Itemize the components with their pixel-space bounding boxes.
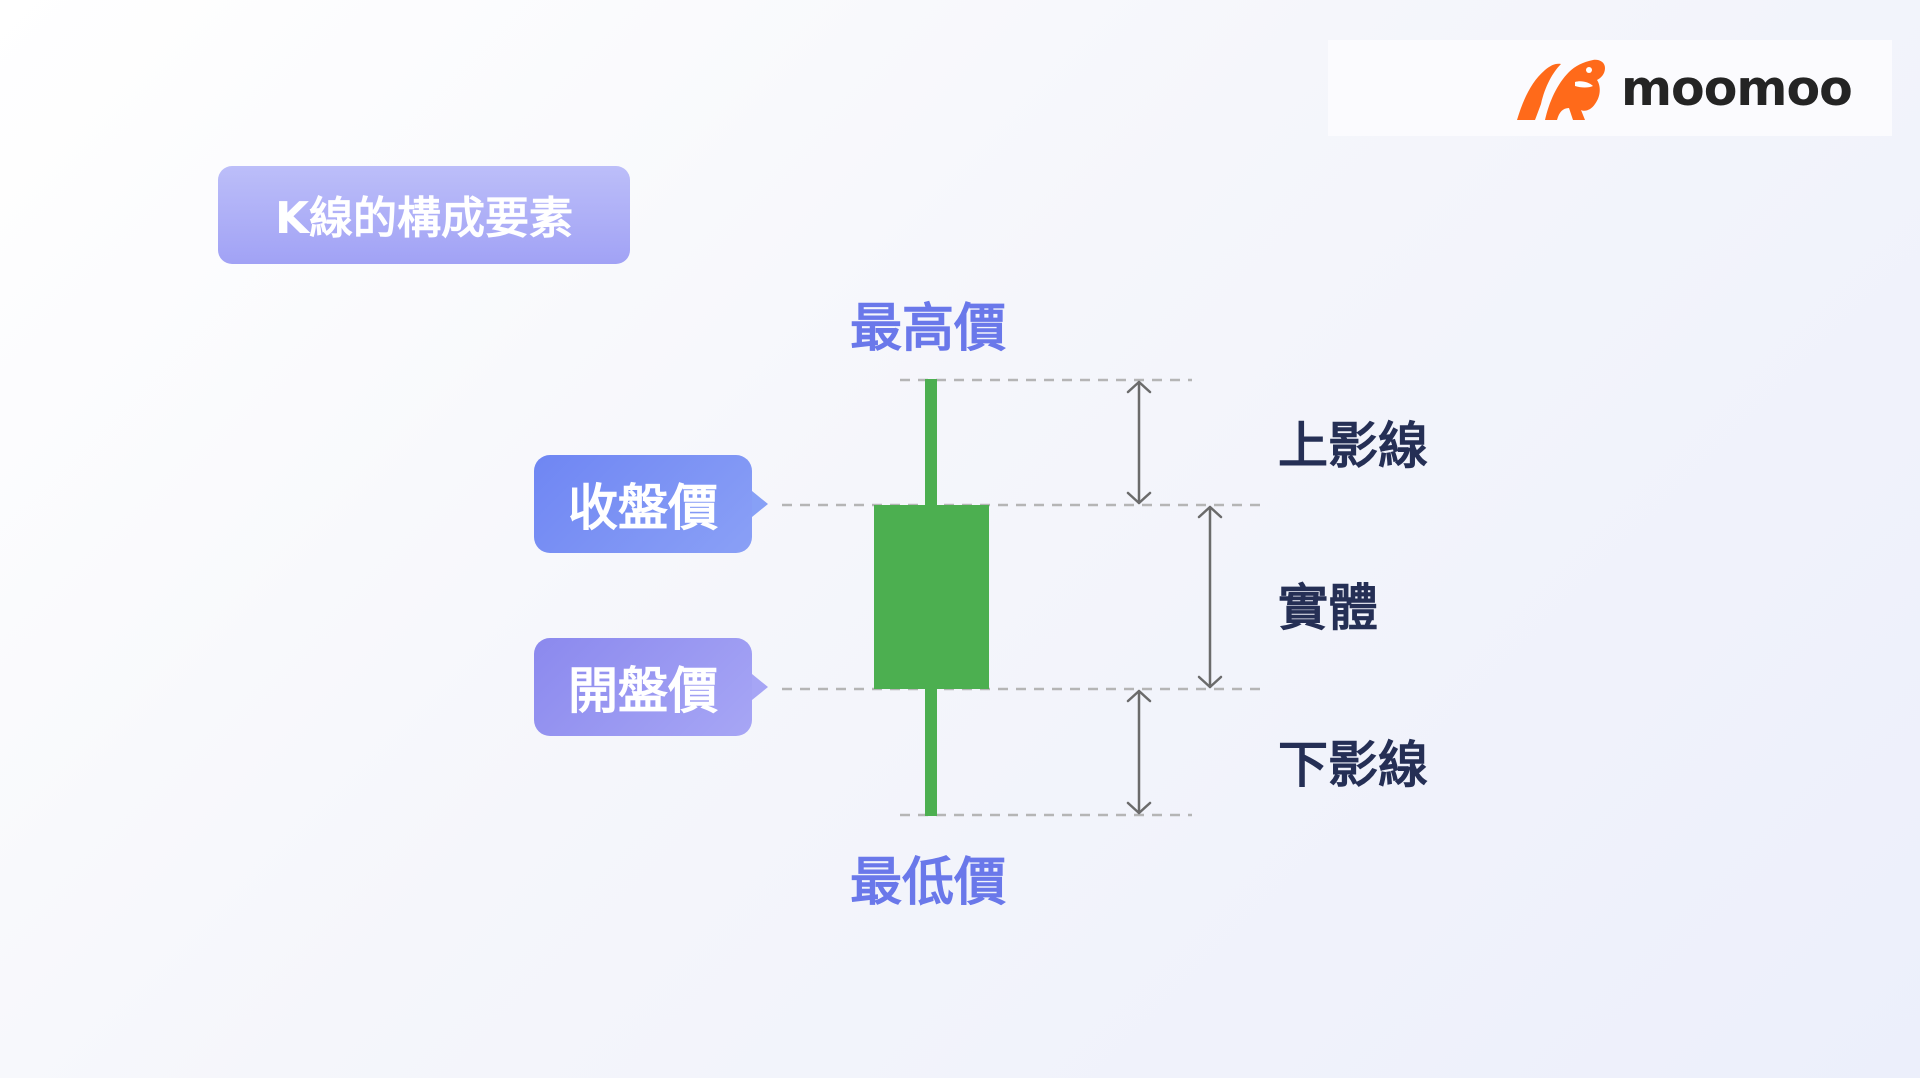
lower-wick (925, 688, 937, 816)
logo-panel (1328, 40, 1892, 136)
brand-name: moomoo (1621, 60, 1853, 117)
low-price-label: 最低價 (849, 853, 1006, 913)
close-price-bubble: 收盤價 (534, 455, 768, 553)
lower-shadow-label: 下影線 (1278, 736, 1428, 794)
body-arrow (1197, 505, 1223, 689)
open-price-bubble: 開盤價 (534, 638, 768, 736)
upper-shadow-label: 上影線 (1278, 417, 1428, 475)
body-label: 實體 (1278, 579, 1378, 637)
page-title: K線的構成要素 (218, 166, 630, 264)
upper-wick (925, 379, 937, 506)
high-price-label: 最高價 (849, 299, 1006, 359)
lower-shadow-arrow (1126, 689, 1152, 815)
candle-body (874, 505, 989, 689)
moomoo-bull-logo-icon (1517, 59, 1605, 120)
upper-shadow-arrow (1126, 380, 1152, 505)
